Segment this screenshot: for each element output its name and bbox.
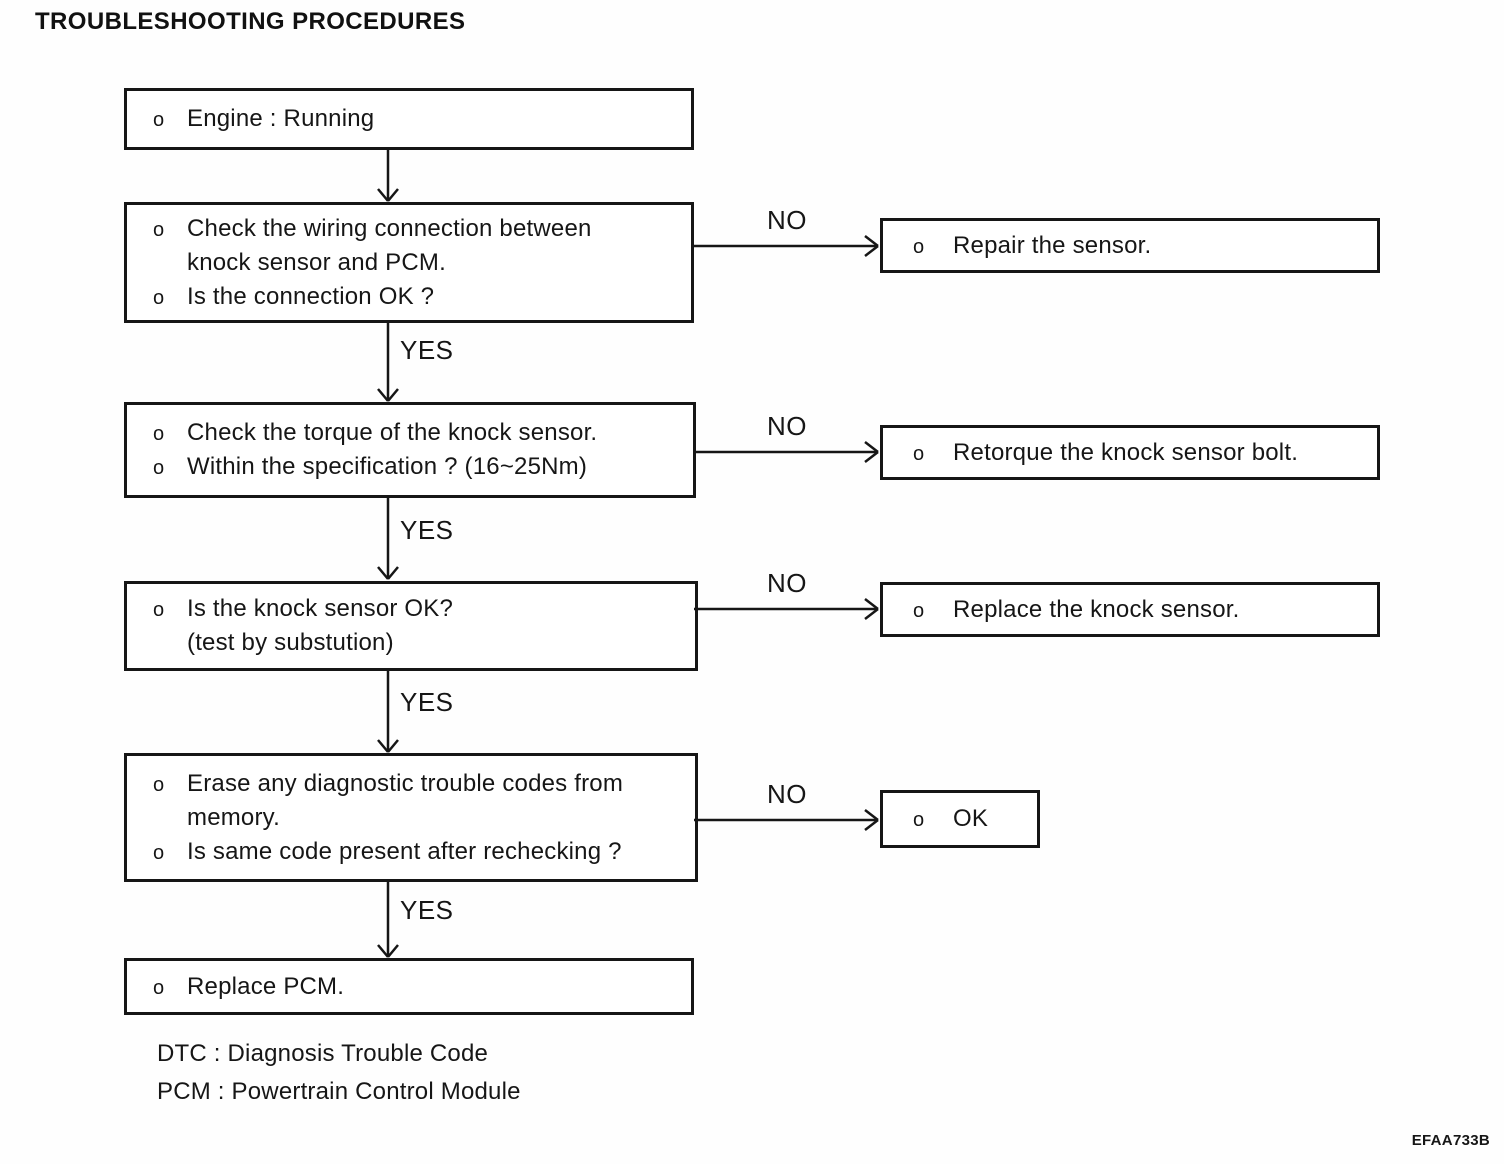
action-text: Retorque the knock sensor bolt. — [953, 438, 1299, 466]
bullet-marker: o — [913, 235, 925, 258]
page-title: TROUBLESHOOTING PROCEDURES — [35, 8, 466, 35]
step-text: Check the torque of the knock sensor. — [187, 419, 598, 446]
no-arrow-right-4 — [694, 809, 879, 831]
no-label-2: NO — [767, 411, 807, 441]
step-line: memory. — [153, 801, 687, 835]
step-box-check-wiring: o Check the wiring connection between kn… — [124, 202, 694, 323]
step-box-replace-pcm: o Replace PCM. — [124, 958, 694, 1015]
step-text: Within the specification ? (16~25Nm) — [187, 453, 588, 480]
no-arrow-right-3 — [694, 598, 879, 620]
action-text: Repair the sensor. — [953, 231, 1152, 259]
note-pcm: PCM : Powertrain Control Module — [157, 1078, 521, 1105]
yes-label-3: YES — [400, 687, 454, 717]
no-label-1: NO — [767, 205, 807, 235]
action-text: Replace the knock sensor. — [953, 595, 1240, 623]
yes-label-4: YES — [400, 895, 454, 925]
action-line: o Repair the sensor. — [913, 229, 1369, 263]
step-line: o Is the knock sensor OK? — [153, 592, 687, 626]
step-line: o Engine : Running — [153, 102, 683, 136]
step-text: Is same code present after rechecking ? — [187, 837, 622, 865]
step-text: memory. — [187, 803, 280, 831]
action-box-repair-sensor: o Repair the sensor. — [880, 218, 1380, 273]
bullet-marker: o — [153, 841, 165, 864]
step-line: o Replace PCM. — [153, 970, 683, 1004]
step-line: o Erase any diagnostic trouble codes fro… — [153, 767, 687, 801]
yes-label-2: YES — [400, 515, 454, 545]
bullet-marker: o — [153, 457, 165, 479]
flow-arrow-down-5 — [377, 882, 399, 958]
step-text: knock sensor and PCM. — [187, 248, 446, 276]
bullet-marker: o — [913, 599, 925, 622]
action-line: o Retorque the knock sensor bolt. — [913, 436, 1369, 470]
step-text: (test by substution) — [187, 629, 394, 656]
bullet-marker: o — [153, 976, 165, 999]
action-text: OK — [953, 805, 989, 832]
no-arrow-right-1 — [694, 235, 879, 257]
step-line: o Is same code present after rechecking … — [153, 835, 687, 869]
step-text: Erase any diagnostic trouble codes from — [187, 769, 624, 797]
step-text: Replace PCM. — [187, 972, 345, 1000]
no-arrow-right-2 — [694, 441, 879, 463]
bullet-marker: o — [913, 809, 925, 831]
step-line: o Check the torque of the knock sensor. — [153, 416, 685, 450]
step-box-erase-dtc: o Erase any diagnostic trouble codes fro… — [124, 753, 698, 882]
flow-arrow-down-4 — [377, 671, 399, 753]
yes-label-1: YES — [400, 335, 454, 365]
step-box-knock-sensor-ok: o Is the knock sensor OK? (test by subst… — [124, 581, 698, 671]
figure-code: EFAA733B — [1411, 1132, 1490, 1149]
step-line: o Is the connection OK ? — [153, 280, 683, 314]
action-box-ok: o OK — [880, 790, 1040, 848]
action-line: o Replace the knock sensor. — [913, 593, 1369, 627]
bullet-marker: o — [913, 442, 925, 465]
step-text: Check the wiring connection between — [187, 214, 592, 242]
step-line: o Within the specification ? (16~25Nm) — [153, 450, 685, 484]
step-text: Engine : Running — [187, 105, 375, 132]
step-box-check-torque: o Check the torque of the knock sensor. … — [124, 402, 696, 498]
step-line: o Check the wiring connection between — [153, 212, 683, 246]
flow-arrow-down-3 — [377, 498, 399, 580]
no-label-3: NO — [767, 568, 807, 598]
step-line: (test by substution) — [153, 626, 687, 660]
no-label-4: NO — [767, 779, 807, 809]
bullet-marker: o — [153, 109, 165, 131]
step-box-engine-running: o Engine : Running — [124, 88, 694, 150]
flow-arrow-down-2 — [377, 323, 399, 402]
step-text: Is the knock sensor OK? — [187, 595, 454, 622]
step-line: knock sensor and PCM. — [153, 246, 683, 280]
note-dtc: DTC : Diagnosis Trouble Code — [157, 1040, 489, 1067]
bullet-marker: o — [153, 286, 165, 309]
action-box-retorque-bolt: o Retorque the knock sensor bolt. — [880, 425, 1380, 480]
action-line: o OK — [913, 802, 1029, 836]
flow-arrow-down-1 — [377, 150, 399, 202]
bullet-marker: o — [153, 218, 165, 241]
step-text: Is the connection OK ? — [187, 282, 435, 310]
bullet-marker: o — [153, 773, 165, 796]
bullet-marker: o — [153, 599, 165, 621]
action-box-replace-knock-sensor: o Replace the knock sensor. — [880, 582, 1380, 637]
bullet-marker: o — [153, 423, 165, 445]
